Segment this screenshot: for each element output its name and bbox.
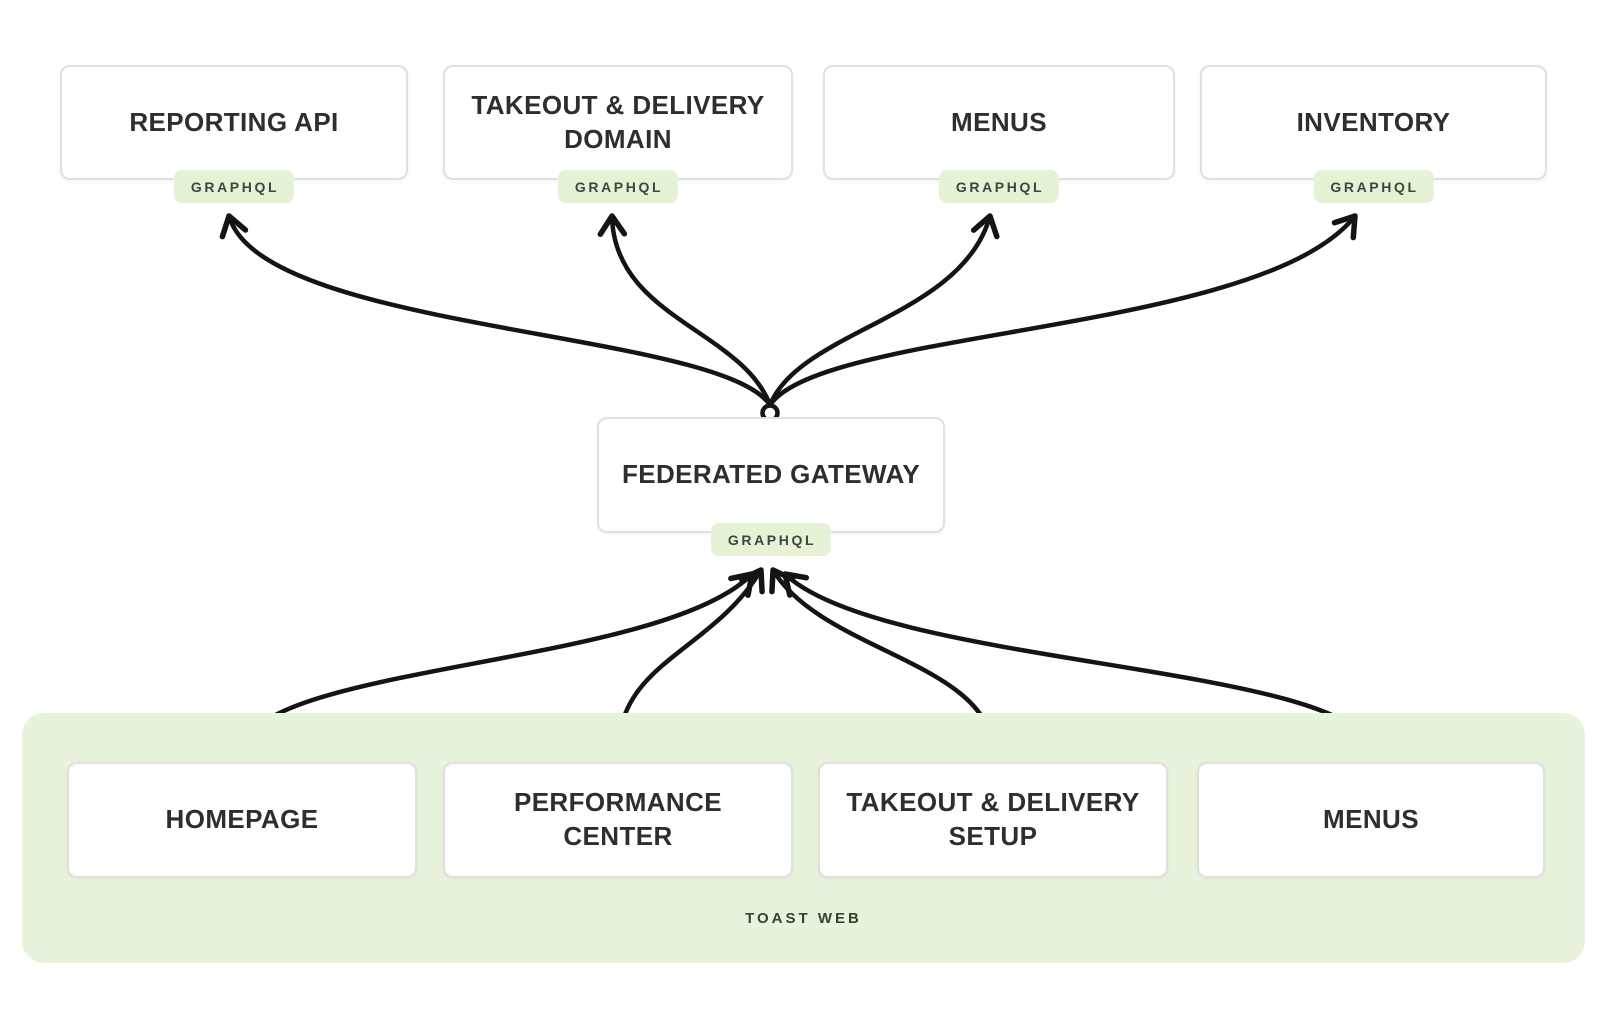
service-node-label: REPORTING API [129, 106, 339, 137]
graphql-badge: GRAPHQL [1313, 170, 1434, 203]
client-node-label: PERFORMANCE CENTER [513, 787, 723, 851]
client-node-takeout-delivery-setup: TAKEOUT & DELIVERY SETUP [818, 762, 1168, 878]
service-node-inventory: INVENTORY GRAPHQL [1200, 65, 1547, 203]
client-group-label: TOAST WEB [745, 910, 862, 927]
edge-gateway-to-menus [767, 213, 1000, 408]
service-node-takeout-delivery-domain: TAKEOUT & DELIVERY DOMAIN GRAPHQL [443, 65, 793, 203]
service-node-reporting-api: REPORTING API GRAPHQL [60, 65, 408, 203]
edge-gateway-to-takeout-delivery-domain [597, 213, 773, 408]
service-node-label: INVENTORY [1296, 106, 1451, 137]
edge-gateway-to-reporting-api [219, 213, 773, 408]
graphql-badge: GRAPHQL [938, 170, 1060, 203]
gateway-node-label: FEDERATED GATEWAY [621, 459, 921, 490]
client-node-performance-center: PERFORMANCE CENTER [443, 762, 793, 878]
gateway-node-federated-gateway: FEDERATED GATEWAY GRAPHQL [597, 417, 945, 556]
client-node-homepage: HOMEPAGE [67, 762, 417, 878]
graphql-badge: GRAPHQL [710, 523, 832, 556]
edge-gateway-to-inventory [767, 213, 1358, 408]
graphql-badge: GRAPHQL [557, 170, 679, 203]
service-node-label: MENUS [951, 106, 1047, 137]
client-group-toast-web: HOMEPAGE PERFORMANCE CENTER TAKEOUT & DE… [22, 713, 1585, 963]
client-node-label: HOMEPAGE [165, 804, 319, 835]
client-node-label: MENUS [1323, 804, 1419, 835]
service-node-menus: MENUS GRAPHQL [823, 65, 1175, 203]
client-node-label: TAKEOUT & DELIVERY SETUP [846, 787, 1140, 851]
service-node-label: TAKEOUT & DELIVERY DOMAIN [471, 89, 765, 154]
client-node-menus: MENUS [1197, 762, 1545, 878]
graphql-badge: GRAPHQL [173, 170, 295, 203]
